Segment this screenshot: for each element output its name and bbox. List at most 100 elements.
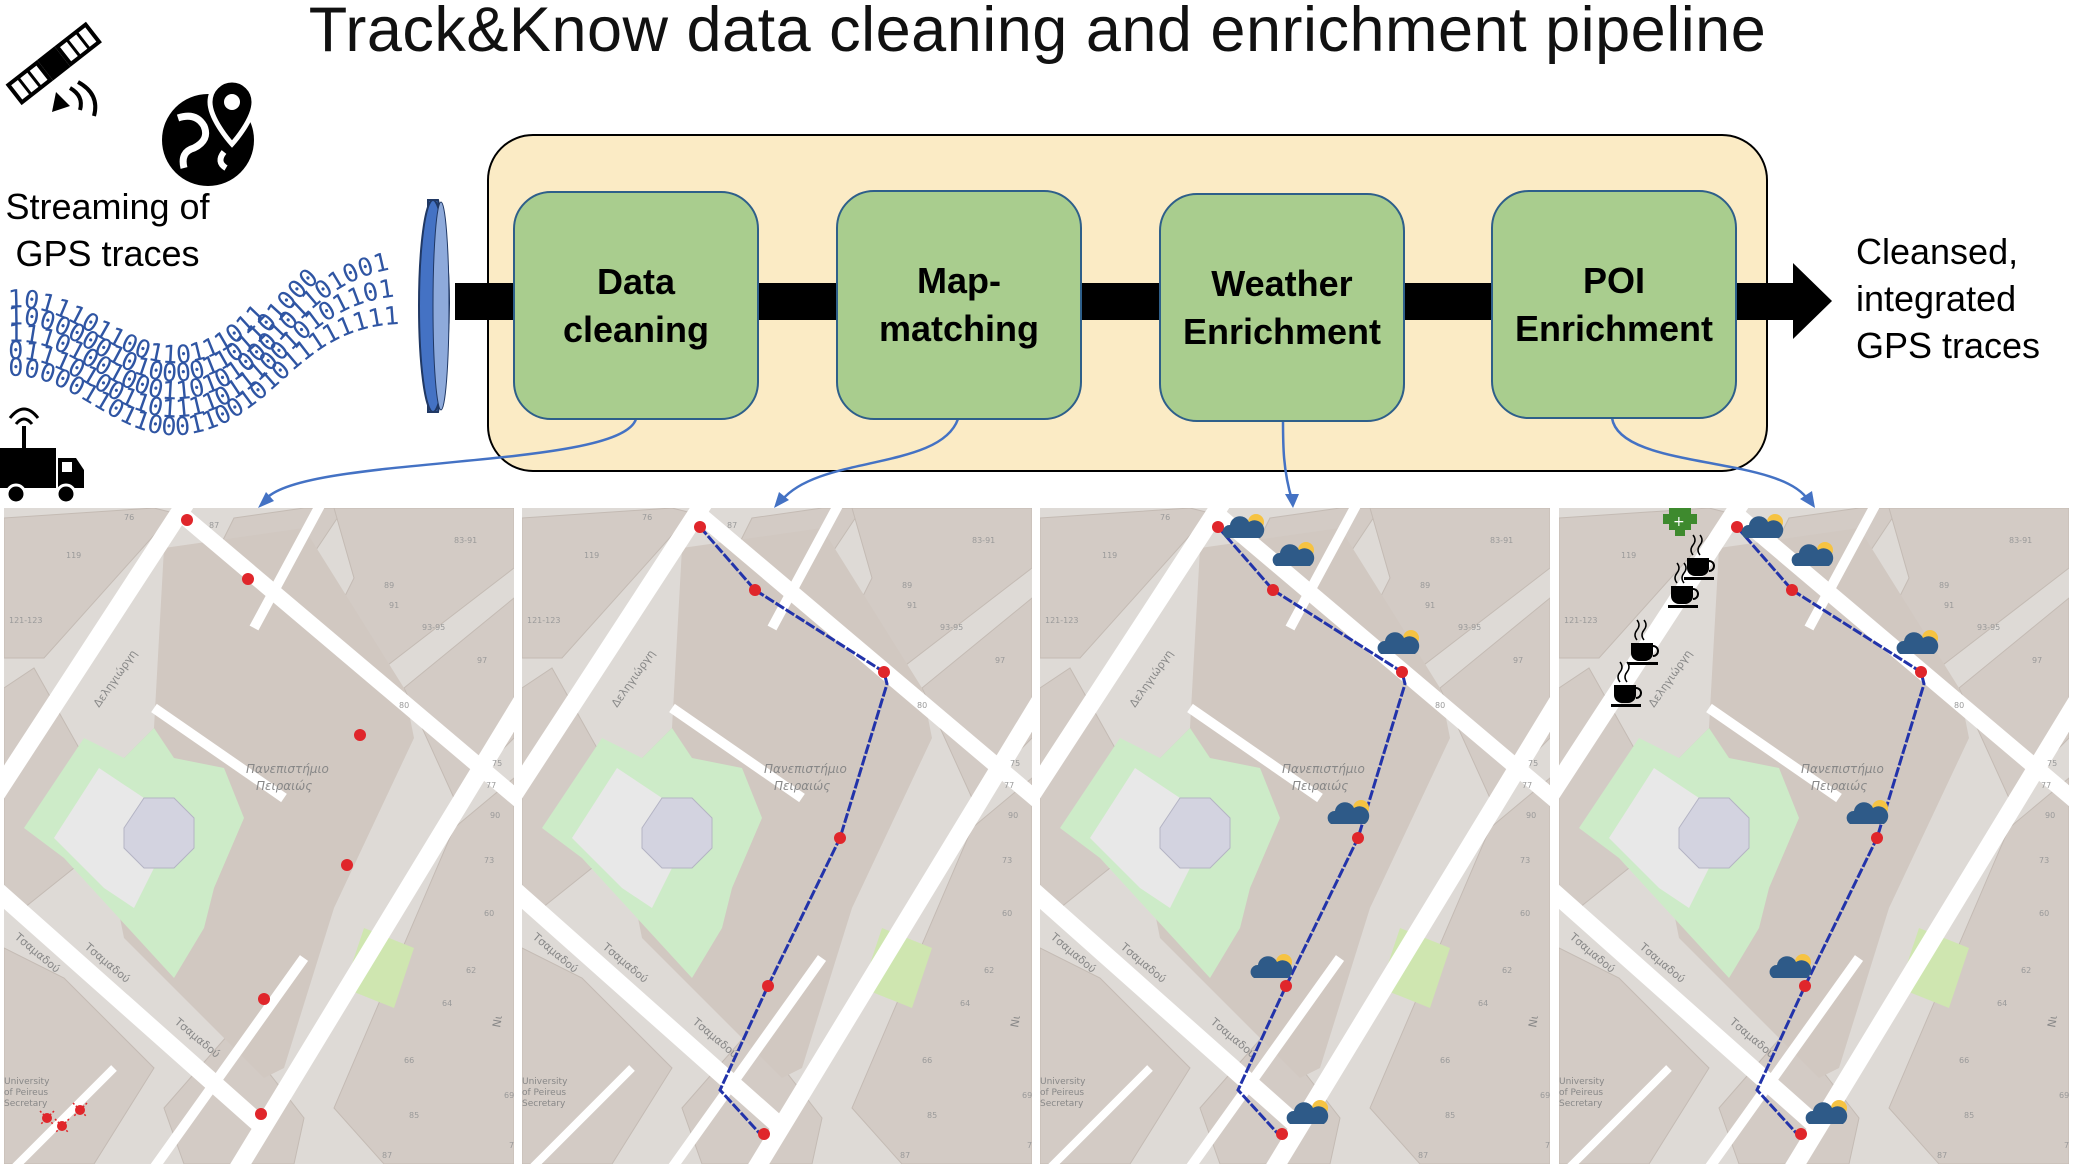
map-panel-raw: Πανεπιστήμιο Πειραιώς Δεληγιώργη Τσαμαδο…: [4, 508, 514, 1164]
gps-point: [181, 514, 193, 526]
map-label-street: Νι: [1526, 1014, 1541, 1028]
map-house-number: 119: [66, 551, 81, 560]
gps-point: [834, 832, 846, 844]
map-house-number: 80: [1954, 701, 1964, 710]
map-label-poi: University: [522, 1077, 568, 1087]
cloud-sun-icon: [1791, 542, 1834, 566]
map-house-number: 119: [584, 551, 599, 560]
map-label-poi: of Peireus: [4, 1088, 48, 1098]
output-label: Cleansed, integrated GPS traces: [1856, 231, 2041, 366]
map-house-number: 75: [1528, 759, 1538, 768]
map-house-number: 90: [1008, 811, 1018, 820]
map-label-street: Νι: [490, 1014, 505, 1028]
map-house-number: 60: [1520, 909, 1530, 918]
map-house-number: 90: [490, 811, 500, 820]
cloud-sun-icon: [1222, 514, 1265, 538]
map-house-number: 87: [1418, 1151, 1428, 1160]
map-label-campus: Πανεπιστήμιο: [1282, 762, 1365, 776]
cloud-sun-icon: [1805, 1100, 1848, 1124]
map-label-poi: Secretary: [1559, 1099, 1603, 1109]
map-house-number: 91: [389, 601, 399, 610]
map-house-number: 87: [209, 521, 219, 530]
gps-point: [1786, 584, 1798, 596]
map-house-number: 62: [984, 966, 994, 975]
map-label-street: Νι: [1008, 1014, 1023, 1028]
noise-point: [54, 1118, 70, 1134]
map-house-number: 69: [1022, 1091, 1032, 1100]
noise-point: [72, 1102, 88, 1118]
map-house-number: 80: [1435, 701, 1445, 710]
cloud-sun-icon: [1846, 800, 1889, 824]
map-label-street: Νι: [2045, 1014, 2060, 1028]
map-house-number: 87: [727, 521, 737, 530]
map-house-number: 87: [1937, 1151, 1947, 1160]
cloud-sun-icon: [1769, 954, 1812, 978]
cloud-sun-icon: [1286, 1100, 1329, 1124]
gps-point: [749, 584, 761, 596]
map-house-number: 90: [2045, 811, 2055, 820]
map-house-number: 76: [1160, 513, 1170, 522]
map-label-campus: Πανεπιστήμιο: [246, 762, 329, 776]
map-house-number: 66: [1440, 1056, 1450, 1065]
noise-point: [39, 1110, 55, 1126]
map-house-number: 66: [404, 1056, 414, 1065]
map-house-number: 97: [1513, 656, 1523, 665]
gps-point: [1731, 521, 1743, 533]
disk-icon: [418, 199, 450, 413]
map-house-number: 73: [1002, 856, 1012, 865]
gps-point: [694, 521, 706, 533]
map-house-number: 73: [1520, 856, 1530, 865]
map-house-number: 73: [2039, 856, 2049, 865]
pharmacy-icon: +: [1663, 508, 1697, 536]
map-house-number: 83-91: [972, 536, 995, 545]
map-house-number: 89: [902, 581, 912, 590]
map-label-campus: Πειραιώς: [1811, 779, 1867, 793]
page-title: Track&Know data cleaning and enrichment …: [308, 0, 1767, 65]
map-house-number: 66: [922, 1056, 932, 1065]
map-house-number: 77: [1522, 781, 1532, 790]
cloud-sun-icon: [1377, 630, 1420, 654]
map-house-number: 62: [466, 966, 476, 975]
map-house-number: 90: [1526, 811, 1536, 820]
map-house-number: 77: [2041, 781, 2051, 790]
map-house-number: 71: [2064, 1141, 2069, 1150]
gps-point: [341, 859, 353, 871]
gps-point: [1267, 584, 1279, 596]
map-house-number: 93-95: [1977, 623, 2000, 632]
map-house-number: 64: [442, 999, 452, 1008]
map-house-number: 83-91: [2009, 536, 2032, 545]
gps-point: [762, 980, 774, 992]
map-house-number: 80: [399, 701, 409, 710]
gps-point: [878, 666, 890, 678]
cloud-sun-icon: [1272, 542, 1315, 566]
map-house-number: 71: [509, 1141, 514, 1150]
map-house-number: 83-91: [1490, 536, 1513, 545]
map-house-number: 121-123: [527, 616, 560, 625]
map-house-number: 75: [2047, 759, 2057, 768]
map-house-number: 76: [642, 513, 652, 522]
map-house-number: 64: [1997, 999, 2007, 1008]
map-house-number: 89: [384, 581, 394, 590]
gps-point: [242, 573, 254, 585]
svg-text:+: +: [1673, 514, 1685, 530]
map-house-number: 91: [1425, 601, 1435, 610]
map-label-campus: Πανεπιστήμιο: [1801, 762, 1884, 776]
map-house-number: 64: [1478, 999, 1488, 1008]
map-house-number: 71: [1027, 1141, 1032, 1150]
gps-point: [758, 1128, 770, 1140]
map-label-poi: University: [1559, 1077, 1605, 1087]
globe-pin-icon: [162, 77, 257, 186]
map-house-number: 64: [960, 999, 970, 1008]
matched-route: [1216, 526, 1407, 1138]
gps-point: [255, 1108, 267, 1120]
map-house-number: 121-123: [1045, 616, 1078, 625]
cloud-sun-icon: [1250, 954, 1293, 978]
map-house-number: 121-123: [1564, 616, 1597, 625]
matched-route: [698, 526, 889, 1138]
gps-point: [1795, 1128, 1807, 1140]
coffee-icon: [1611, 661, 1642, 707]
binary-line: 00000110110001100101011111111: [8, 301, 400, 442]
gps-point: [1280, 980, 1292, 992]
gps-point: [1396, 666, 1408, 678]
map-label-campus: Πανεπιστήμιο: [764, 762, 847, 776]
